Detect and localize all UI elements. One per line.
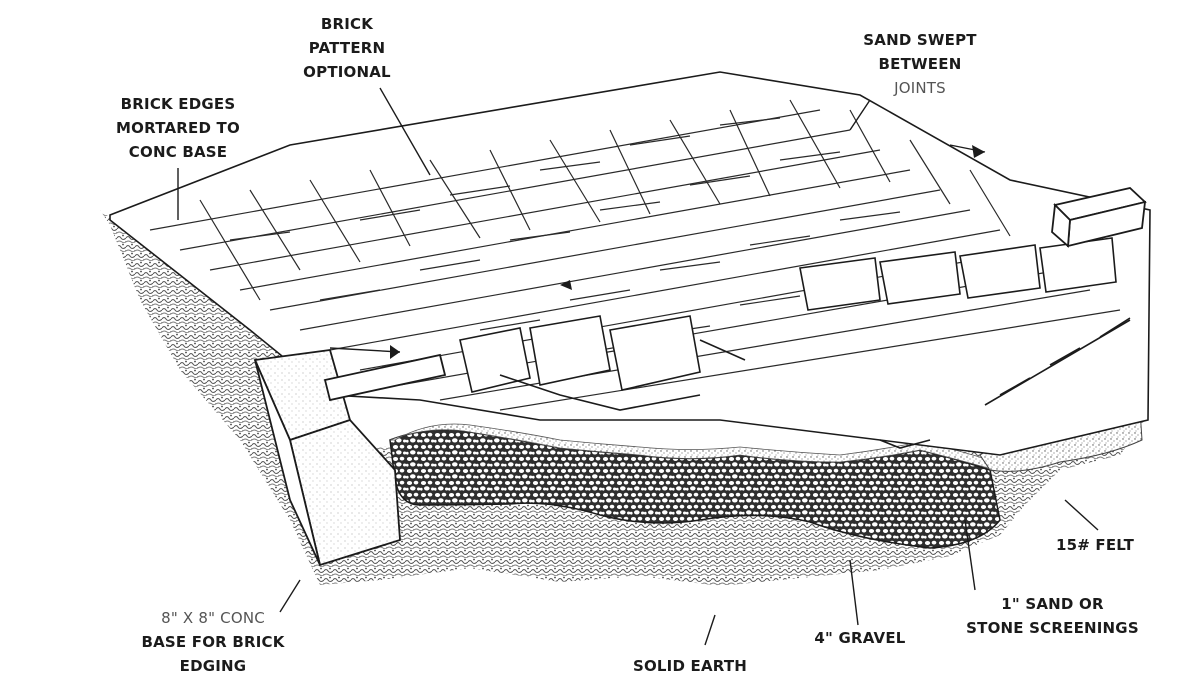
label-line: 1" SAND OR bbox=[1001, 595, 1104, 613]
label-sand-or-stone-screenings: 1" SAND OR STONE SCREENINGS bbox=[940, 592, 1165, 640]
label-line: PATTERN bbox=[308, 39, 386, 57]
front-brick-row bbox=[459, 237, 1117, 393]
label-concrete-base-for-edging: 8" X 8" CONC BASE FOR BRICK EDGING bbox=[118, 606, 308, 678]
label-4-gravel: 4" GRAVEL bbox=[800, 626, 920, 650]
label-line: STONE SCREENINGS bbox=[966, 619, 1139, 637]
label-line: SAND SWEPT bbox=[863, 31, 977, 49]
label-solid-earth: SOLID EARTH bbox=[610, 654, 770, 678]
concrete-edging-base bbox=[253, 349, 447, 567]
label-line: BETWEEN bbox=[878, 55, 962, 73]
leader-lines bbox=[177, 87, 1099, 646]
label-line: BRICK EDGES bbox=[120, 95, 236, 113]
label-line: OPTIONAL bbox=[303, 63, 391, 81]
label-line: SOLID EARTH bbox=[632, 657, 748, 675]
label-brick-edges-mortared: BRICK EDGES MORTARED TO CONC BASE bbox=[98, 92, 258, 164]
label-line: EDGING bbox=[179, 657, 247, 675]
label-brick-pattern-optional: BRICK PATTERN OPTIONAL bbox=[282, 12, 412, 84]
label-line: JOINTS bbox=[894, 79, 946, 97]
label-line: BASE FOR BRICK bbox=[141, 633, 285, 651]
label-line: MORTARED TO bbox=[116, 119, 240, 137]
label-sand-swept-between-joints: SAND SWEPT BETWEEN JOINTS bbox=[840, 28, 1000, 100]
label-line: BRICK bbox=[320, 15, 374, 33]
label-line: 4" GRAVEL bbox=[814, 629, 906, 647]
loose-brick bbox=[1051, 187, 1147, 248]
label-line: 15# FELT bbox=[1055, 536, 1135, 554]
label-line: CONC BASE bbox=[128, 143, 228, 161]
label-15-felt: 15# FELT bbox=[1040, 533, 1150, 557]
label-line: 8" X 8" CONC bbox=[161, 609, 265, 627]
